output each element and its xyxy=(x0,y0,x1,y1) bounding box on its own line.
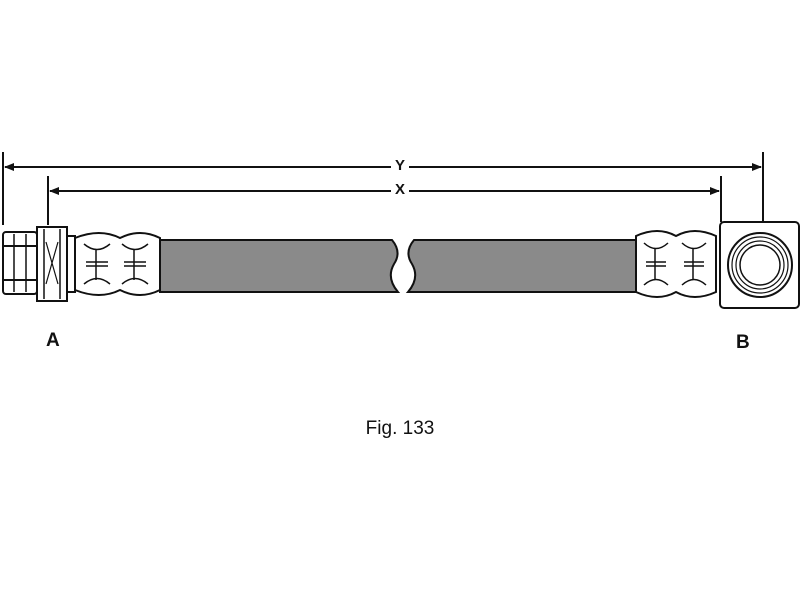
hose-left-segment xyxy=(159,239,401,293)
figure-caption: Fig. 133 xyxy=(365,418,435,439)
end-a-label: A xyxy=(46,330,60,351)
end-b-banjo-fitting xyxy=(719,221,800,309)
dimension-x-label: X xyxy=(391,182,410,198)
end-b-crimp-sleeve xyxy=(635,230,717,298)
end-a-crimp-sleeve xyxy=(74,232,161,296)
dimension-y-label: Y xyxy=(391,158,410,174)
extension-lines xyxy=(2,152,764,225)
end-b-label: B xyxy=(736,332,750,353)
hose-right-segment xyxy=(405,239,637,293)
end-a-fitting xyxy=(2,226,76,302)
